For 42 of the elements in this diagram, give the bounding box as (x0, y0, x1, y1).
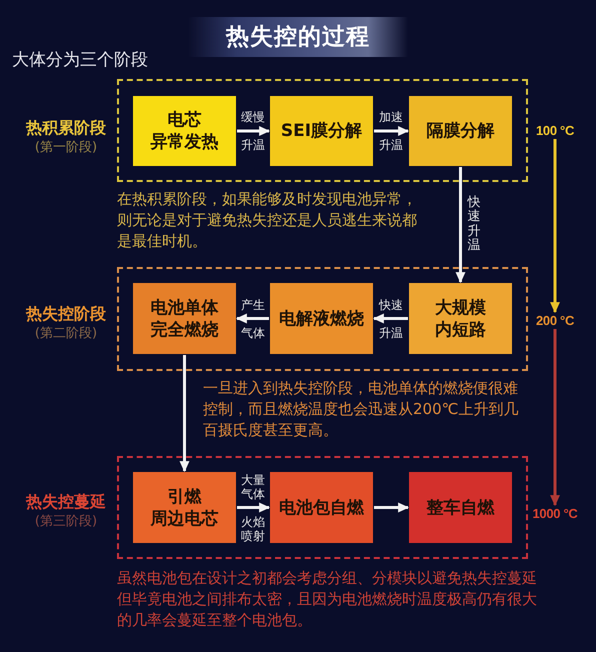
note-text: 在热积累阶段，如果能够及时发现电池异常，则无论是对于避免热失控还是人员逃生来说都是最佳时机。 (117, 189, 418, 252)
arrow (456, 167, 466, 284)
process-box: 电池单体完全燃烧 (133, 283, 236, 354)
stage-note: (第一阶段) (34, 139, 98, 157)
process-box: 电芯异常发热 (133, 96, 236, 166)
dashed-frame (117, 267, 528, 371)
stage-title: 热积累阶段 (26, 119, 106, 137)
arrow (374, 126, 410, 136)
edge-label: 大量气体火焰喷射 (240, 472, 266, 542)
edge-label: 快速升温 (468, 196, 480, 254)
dashed-frame (117, 456, 528, 559)
note-text: 虽然电池包在设计之初都会考虑分组、分模块以避免热失控蔓延但毕竟电池之间排布太密，且因为电池燃烧时温度极高仍有很大的几率会蔓延至整个电池包。 (117, 568, 538, 631)
process-box: 大规模内短路 (409, 283, 512, 354)
stage-title: 热失控蔓延 (26, 493, 106, 511)
process-box: 引燃周边电芯 (133, 472, 236, 543)
dashed-frame (117, 79, 528, 182)
edge-label: 缓慢升温 (240, 110, 266, 152)
process-box: 电池包自燃 (270, 472, 373, 543)
stage-title: 热失控阶段 (26, 305, 106, 323)
arrow (236, 314, 269, 324)
edge-label: 产生气体 (240, 298, 266, 340)
process-box: SEI膜分解 (270, 96, 373, 166)
arrow (237, 126, 270, 136)
stage-note: (第二阶段) (34, 325, 98, 343)
arrow (372, 314, 408, 324)
arrow (550, 329, 560, 506)
process-box: 隔膜分解 (409, 96, 512, 166)
process-box: 整车自燃 (409, 472, 512, 543)
section-heading: 大体分为三个阶段 (12, 49, 148, 71)
arrow (237, 502, 270, 512)
temperature-label: 100 °C (536, 123, 574, 138)
stage-note: (第三阶段) (34, 513, 98, 531)
process-box: 电解液燃烧 (270, 283, 373, 354)
temperature-label: 200 °C (536, 313, 574, 328)
edge-label: 快速升温 (378, 298, 404, 340)
title-banner: 热失控的过程 (188, 17, 408, 57)
temperature-label: 1000 °C (532, 506, 578, 521)
arrow (180, 355, 190, 472)
edge-label: 加速升温 (378, 110, 404, 152)
arrow (550, 139, 560, 314)
note-text: 一旦进入到热失控阶段，电池单体的燃烧便很难控制，而且燃烧温度也会迅速从200℃上升到几百摄氏度甚至更高。 (203, 378, 520, 441)
arrow (374, 502, 410, 512)
